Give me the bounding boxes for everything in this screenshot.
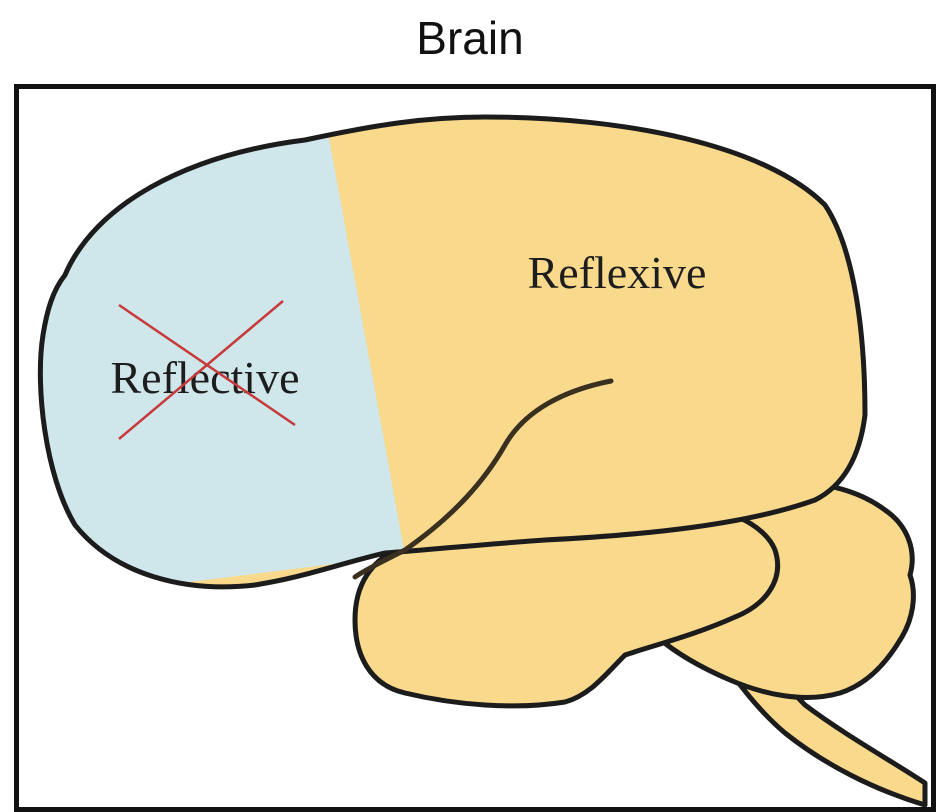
brain-illustration: Reflexive Reflective: [19, 89, 931, 807]
reflective-label: Reflective: [110, 352, 299, 403]
diagram-frame: Reflexive Reflective: [14, 84, 936, 812]
reflexive-label: Reflexive: [528, 247, 707, 298]
diagram-title: Brain: [0, 8, 940, 68]
